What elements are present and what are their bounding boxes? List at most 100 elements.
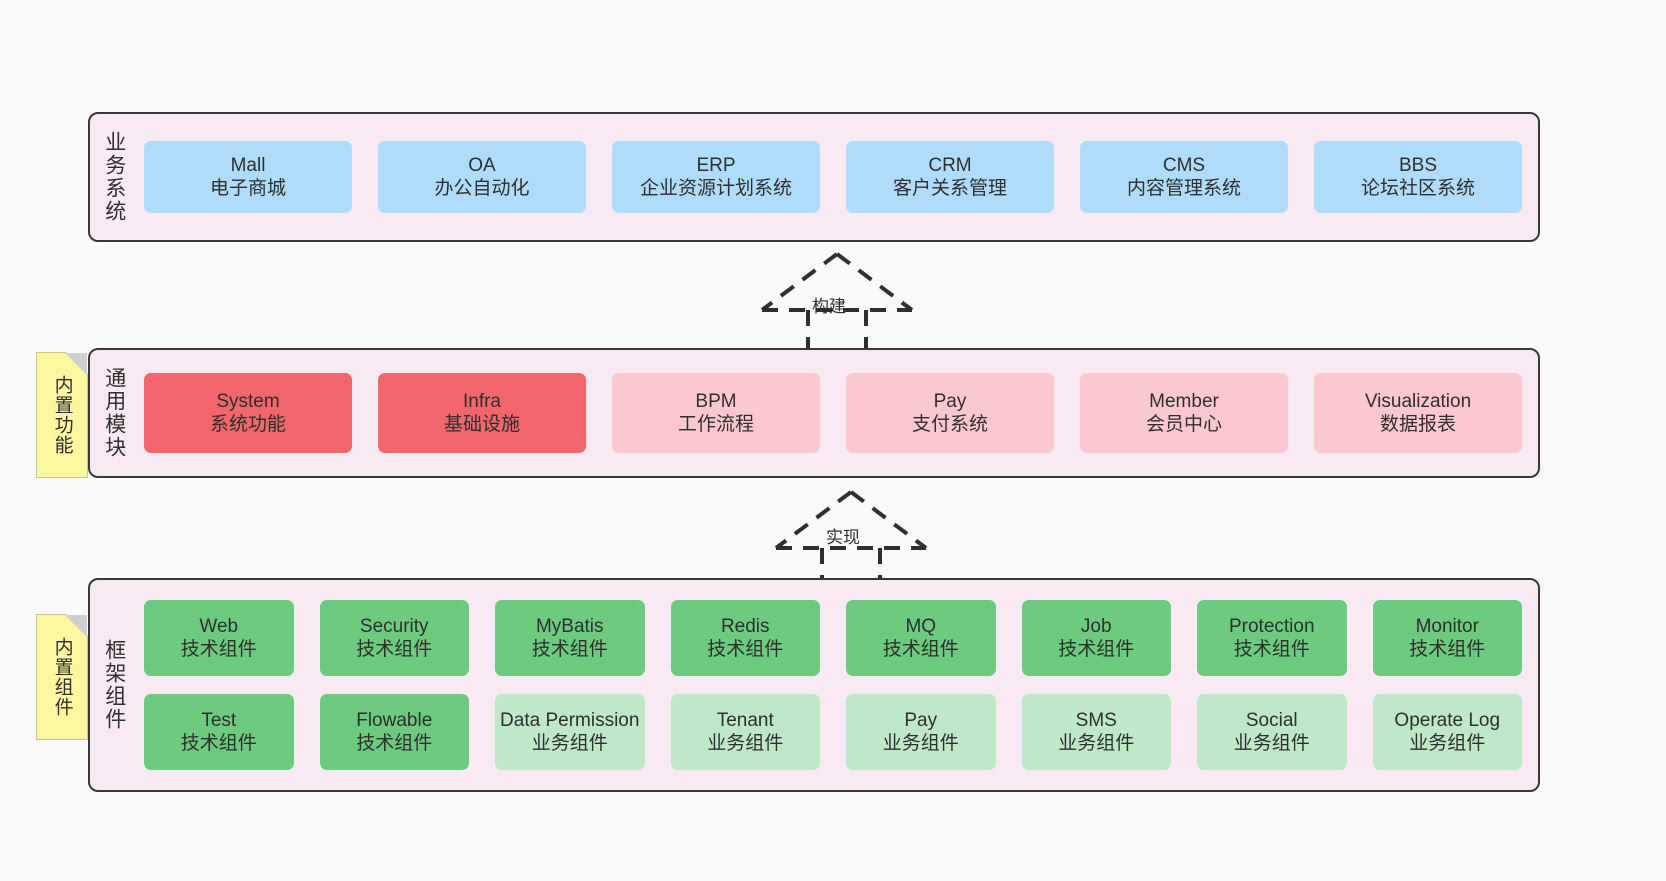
business-box-mall-title: Mall bbox=[230, 154, 266, 176]
layer-common-modules-title: 通用模块 bbox=[102, 367, 126, 459]
framework-box-social-subtitle: 业务组件 bbox=[1233, 733, 1310, 754]
framework-box-data-permission-title: Data Permission bbox=[500, 709, 640, 731]
framework-box-redis[interactable]: Redis 技术组件 bbox=[670, 600, 820, 676]
framework-box-operate-log-title: Operate Log bbox=[1394, 709, 1501, 731]
builtin-component-note-label: 内置组件 bbox=[51, 637, 73, 717]
framework-box-sms-subtitle: 业务组件 bbox=[1058, 733, 1135, 754]
common-modules-row: System 系统功能 Infra 基础设施 BPM 工作流程 Pay 支付系统… bbox=[144, 373, 1522, 453]
business-box-bbs-subtitle: 论坛社区系统 bbox=[1360, 178, 1475, 199]
framework-box-job[interactable]: Job 技术组件 bbox=[1021, 600, 1171, 676]
business-box-crm[interactable]: CRM 客户关系管理 bbox=[846, 141, 1054, 213]
layer-common-modules: 通用模块 System 系统功能 Infra 基础设施 BPM 工作流程 Pay… bbox=[88, 348, 1540, 478]
framework-box-redis-subtitle: 技术组件 bbox=[707, 639, 784, 660]
business-box-bbs[interactable]: BBS 论坛社区系统 bbox=[1314, 141, 1522, 213]
business-box-erp[interactable]: ERP 企业资源计划系统 bbox=[612, 141, 820, 213]
framework-box-security-title: Security bbox=[359, 615, 429, 637]
module-box-infra-subtitle: 基础设施 bbox=[443, 414, 520, 435]
layer-common-modules-body: System 系统功能 Infra 基础设施 BPM 工作流程 Pay 支付系统… bbox=[138, 350, 1538, 476]
module-box-system[interactable]: System 系统功能 bbox=[144, 373, 352, 453]
layer-business-systems-body: Mall 电子商城 OA 办公自动化 ERP 企业资源计划系统 CRM 客户关系… bbox=[138, 114, 1538, 240]
build-arrow-label: 构建 bbox=[812, 297, 846, 316]
framework-box-protection-title: Protection bbox=[1228, 615, 1315, 637]
framework-box-monitor[interactable]: Monitor 技术组件 bbox=[1372, 600, 1522, 676]
module-box-visualization[interactable]: Visualization 数据报表 bbox=[1314, 373, 1522, 453]
framework-box-web-title: Web bbox=[199, 615, 239, 637]
module-box-member-title: Member bbox=[1149, 390, 1219, 412]
layer-framework-components: 框架组件 Web 技术组件 Security 技术组件 MyBatis 技术组件… bbox=[88, 578, 1540, 792]
business-box-mall[interactable]: Mall 电子商城 bbox=[144, 141, 352, 213]
framework-box-security-subtitle: 技术组件 bbox=[356, 639, 433, 660]
framework-box-pay-title: Pay bbox=[904, 709, 938, 731]
framework-box-tenant[interactable]: Tenant 业务组件 bbox=[670, 694, 820, 770]
module-box-system-title: System bbox=[216, 390, 280, 412]
framework-box-pay-subtitle: 业务组件 bbox=[882, 733, 959, 754]
framework-box-social[interactable]: Social 业务组件 bbox=[1197, 694, 1347, 770]
layer-business-systems-title: 业务系统 bbox=[102, 131, 126, 223]
implement-arrow-label: 实现 bbox=[826, 528, 860, 547]
framework-box-data-permission[interactable]: Data Permission 业务组件 bbox=[495, 694, 645, 770]
module-box-member[interactable]: Member 会员中心 bbox=[1080, 373, 1288, 453]
business-box-oa-title: OA bbox=[468, 154, 496, 176]
framework-box-data-permission-subtitle: 业务组件 bbox=[531, 733, 608, 754]
module-box-infra-title: Infra bbox=[462, 390, 502, 412]
framework-box-tenant-title: Tenant bbox=[716, 709, 774, 731]
framework-box-mybatis-title: MyBatis bbox=[535, 615, 604, 637]
framework-box-test-subtitle: 技术组件 bbox=[180, 733, 257, 754]
business-box-erp-subtitle: 企业资源计划系统 bbox=[639, 178, 792, 199]
business-box-oa[interactable]: OA 办公自动化 bbox=[378, 141, 586, 213]
layer-framework-components-title: 框架组件 bbox=[102, 639, 126, 731]
framework-row-business: Test 技术组件 Flowable 技术组件 Data Permission … bbox=[144, 694, 1522, 770]
framework-box-operate-log[interactable]: Operate Log 业务组件 bbox=[1372, 694, 1522, 770]
framework-box-test[interactable]: Test 技术组件 bbox=[144, 694, 294, 770]
business-box-cms-subtitle: 内容管理系统 bbox=[1126, 178, 1241, 199]
business-box-crm-subtitle: 客户关系管理 bbox=[892, 178, 1007, 199]
module-box-system-subtitle: 系统功能 bbox=[209, 414, 286, 435]
framework-box-sms-title: SMS bbox=[1075, 709, 1117, 731]
framework-box-flowable-title: Flowable bbox=[356, 709, 433, 731]
framework-box-mq-subtitle: 技术组件 bbox=[882, 639, 959, 660]
builtin-function-note-label: 内置功能 bbox=[51, 375, 73, 455]
module-box-bpm[interactable]: BPM 工作流程 bbox=[612, 373, 820, 453]
framework-box-web-subtitle: 技术组件 bbox=[180, 639, 257, 660]
framework-box-pay[interactable]: Pay 业务组件 bbox=[846, 694, 996, 770]
framework-box-mybatis-subtitle: 技术组件 bbox=[531, 639, 608, 660]
framework-box-test-title: Test bbox=[201, 709, 237, 731]
module-box-pay-subtitle: 支付系统 bbox=[911, 414, 988, 435]
framework-box-mq-title: MQ bbox=[905, 615, 937, 637]
framework-box-mybatis[interactable]: MyBatis 技术组件 bbox=[495, 600, 645, 676]
module-box-member-subtitle: 会员中心 bbox=[1145, 414, 1222, 435]
framework-box-tenant-subtitle: 业务组件 bbox=[707, 733, 784, 754]
framework-box-flowable-subtitle: 技术组件 bbox=[356, 733, 433, 754]
business-systems-row: Mall 电子商城 OA 办公自动化 ERP 企业资源计划系统 CRM 客户关系… bbox=[144, 141, 1522, 213]
builtin-component-note: 内置组件 bbox=[36, 614, 88, 740]
module-box-bpm-title: BPM bbox=[695, 390, 737, 412]
framework-box-mq[interactable]: MQ 技术组件 bbox=[846, 600, 996, 676]
business-box-cms-title: CMS bbox=[1162, 154, 1206, 176]
framework-box-job-title: Job bbox=[1080, 615, 1112, 637]
business-box-cms[interactable]: CMS 内容管理系统 bbox=[1080, 141, 1288, 213]
framework-row-technical: Web 技术组件 Security 技术组件 MyBatis 技术组件 Redi… bbox=[144, 600, 1522, 676]
module-box-infra[interactable]: Infra 基础设施 bbox=[378, 373, 586, 453]
business-box-erp-title: ERP bbox=[696, 154, 736, 176]
business-box-bbs-title: BBS bbox=[1398, 154, 1438, 176]
framework-box-web[interactable]: Web 技术组件 bbox=[144, 600, 294, 676]
layer-business-systems: 业务系统 Mall 电子商城 OA 办公自动化 ERP 企业资源计划系统 CRM… bbox=[88, 112, 1540, 242]
framework-box-protection[interactable]: Protection 技术组件 bbox=[1197, 600, 1347, 676]
module-box-bpm-subtitle: 工作流程 bbox=[677, 414, 754, 435]
builtin-function-note: 内置功能 bbox=[36, 352, 88, 478]
framework-box-social-title: Social bbox=[1245, 709, 1298, 731]
module-box-pay[interactable]: Pay 支付系统 bbox=[846, 373, 1054, 453]
framework-box-operate-log-subtitle: 业务组件 bbox=[1409, 733, 1486, 754]
module-box-pay-title: Pay bbox=[933, 390, 967, 412]
framework-box-security[interactable]: Security 技术组件 bbox=[319, 600, 469, 676]
business-box-mall-subtitle: 电子商城 bbox=[209, 178, 286, 199]
framework-box-monitor-subtitle: 技术组件 bbox=[1409, 639, 1486, 660]
framework-box-redis-title: Redis bbox=[720, 615, 770, 637]
business-box-crm-title: CRM bbox=[928, 154, 972, 176]
framework-box-monitor-title: Monitor bbox=[1415, 615, 1479, 637]
framework-box-sms[interactable]: SMS 业务组件 bbox=[1021, 694, 1171, 770]
module-box-visualization-subtitle: 数据报表 bbox=[1379, 414, 1456, 435]
layer-framework-components-body: Web 技术组件 Security 技术组件 MyBatis 技术组件 Redi… bbox=[138, 580, 1538, 790]
framework-box-flowable[interactable]: Flowable 技术组件 bbox=[319, 694, 469, 770]
